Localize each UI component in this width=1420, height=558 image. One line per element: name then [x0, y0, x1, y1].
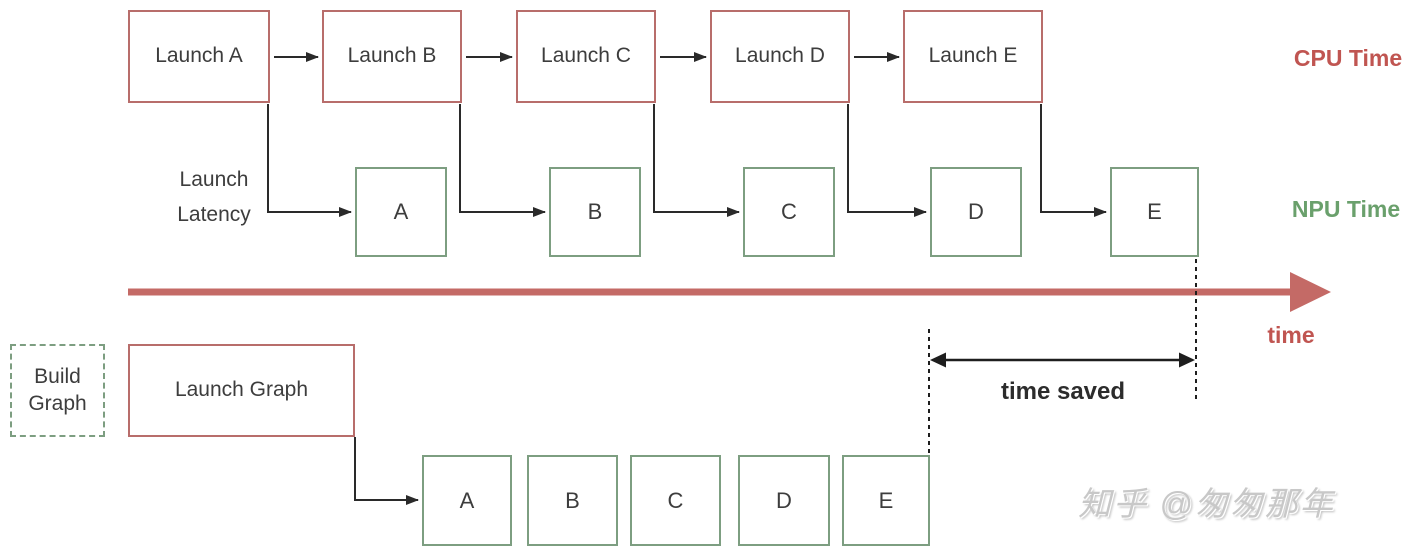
time-axis-label: time — [1267, 322, 1315, 348]
watermark-text: 知乎 @匆匆那年 — [1078, 485, 1335, 522]
cpu-launch-box-d-label: Launch D — [735, 44, 825, 68]
launch-graph-box-label: Launch Graph — [174, 378, 309, 402]
launch-graph-elbow-arrow-icon — [354, 437, 419, 505]
npu-kernel-box-d-label: D — [968, 199, 984, 225]
graph-kernel-box-b-label: B — [565, 487, 580, 513]
cpu-time-axis-label: CPU Time — [1293, 45, 1403, 71]
cpu-launch-box-a-label: Launch A — [155, 44, 243, 68]
time-saved-label: time saved — [1000, 378, 1126, 405]
cpu-launch-box-e-label: Launch E — [928, 44, 1018, 68]
npu-kernel-box-b: B — [549, 167, 641, 257]
graph-kernel-box-a-label: A — [459, 487, 475, 513]
time-saved-double-arrow-icon — [930, 352, 1195, 368]
cpu-launch-box-e: Launch E — [903, 10, 1043, 103]
graph-kernel-box-e: E — [842, 455, 930, 546]
graph-kernel-box-d-label: D — [776, 487, 792, 513]
graph-kernel-box-d: D — [738, 455, 830, 546]
npu-kernel-box-a: A — [355, 167, 447, 257]
graph-kernel-box-c: C — [630, 455, 721, 546]
dotted-reference-lines — [928, 259, 1197, 454]
cpu-launch-box-d: Launch D — [710, 10, 850, 103]
cpu-launch-box-b: Launch B — [322, 10, 462, 103]
cpu-launch-box-c-label: Launch C — [541, 44, 631, 68]
build-graph-box: Build Graph — [10, 344, 105, 437]
npu-kernel-box-b-label: B — [587, 199, 603, 225]
launch-graph-box: Launch Graph — [128, 344, 355, 437]
graph-kernel-box-e-label: E — [878, 487, 894, 513]
npu-kernel-box-c: C — [743, 167, 835, 257]
graph-kernel-box-a: A — [422, 455, 512, 546]
graph-kernel-box-b: B — [527, 455, 618, 546]
cpu-launch-box-b-label: Launch B — [347, 44, 437, 68]
npu-kernel-box-d: D — [930, 167, 1022, 257]
npu-kernel-box-a-label: A — [393, 199, 409, 225]
graph-kernel-box-c-label: C — [667, 487, 684, 513]
npu-kernel-box-e-label: E — [1147, 199, 1162, 225]
npu-kernel-box-e: E — [1110, 167, 1199, 257]
launch-latency-label: Launch Latency — [177, 168, 251, 226]
cpu-launch-box-a: Launch A — [128, 10, 270, 103]
time-axis-arrow-icon — [128, 272, 1331, 312]
npu-time-axis-label: NPU Time — [1291, 196, 1401, 222]
npu-kernel-box-c-label: C — [781, 199, 797, 225]
build-graph-box-label: Build Graph — [28, 365, 87, 415]
cpu-launch-box-c: Launch C — [516, 10, 656, 103]
